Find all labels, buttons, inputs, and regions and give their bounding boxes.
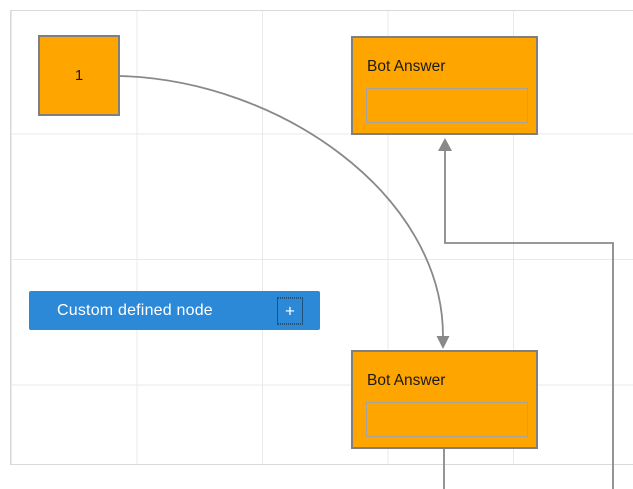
add-node-button[interactable]: + xyxy=(277,297,303,324)
node-title: Bot Answer xyxy=(367,58,446,75)
plus-icon: + xyxy=(285,301,295,320)
node-bot-answer-top[interactable]: Bot Answer xyxy=(351,36,538,135)
answer-text-box[interactable] xyxy=(366,88,528,123)
connector-curve[interactable] xyxy=(118,75,444,337)
answer-text-box[interactable] xyxy=(366,402,528,437)
custom-node-label: Custom defined node xyxy=(57,301,213,319)
node-bot-answer-bottom[interactable]: Bot Answer xyxy=(351,350,538,449)
node-source-label: 1 xyxy=(74,67,84,84)
connector-elbow[interactable] xyxy=(444,151,614,489)
node-custom-defined[interactable]: Custom defined node + xyxy=(29,291,320,330)
node-title: Bot Answer xyxy=(367,372,446,389)
arrowhead-up-icon xyxy=(438,138,452,151)
arrowhead-down-icon xyxy=(436,336,450,349)
node-source[interactable]: 1 xyxy=(38,35,120,116)
